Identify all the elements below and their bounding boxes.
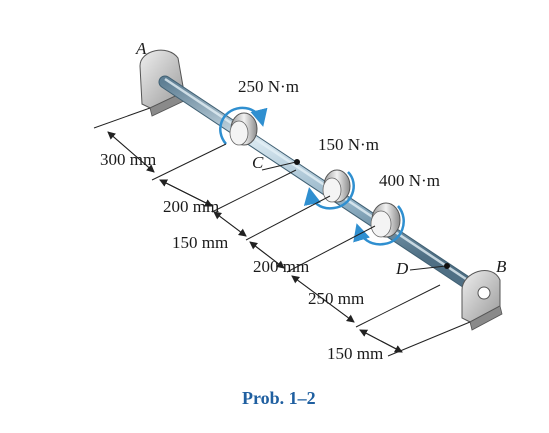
point-d-marker: [409, 263, 450, 271]
dim-label-4: 200 mm: [253, 257, 309, 276]
figure-caption: Prob. 1–2: [242, 388, 316, 408]
dim-label-1: 300 mm: [100, 150, 156, 169]
torque-label-3: 400 N·m: [379, 171, 440, 190]
torque-arrow-2: [303, 171, 355, 210]
point-b-label: B: [496, 257, 507, 276]
torque-label-2: 150 N·m: [318, 135, 379, 154]
torque-arrow-3: [353, 205, 405, 246]
torque-arrow-1: [219, 106, 268, 145]
shaft: [158, 75, 485, 297]
gear-3: [370, 202, 401, 238]
point-c-label: C: [252, 153, 264, 172]
support-b: [461, 270, 503, 331]
dim-label-5: 250 mm: [308, 289, 364, 308]
dimension-lines: [93, 107, 471, 357]
dim-label-2: 200 mm: [163, 197, 219, 216]
torque-label-1: 250 N·m: [238, 77, 299, 96]
point-d-label: D: [395, 259, 409, 278]
gear-1: [229, 112, 258, 146]
gear-2: [322, 169, 351, 203]
dim-label-3: 150 mm: [172, 233, 228, 252]
point-a-label: A: [135, 39, 147, 58]
dim-label-6: 150 mm: [327, 344, 383, 363]
point-c-marker: [261, 159, 300, 171]
